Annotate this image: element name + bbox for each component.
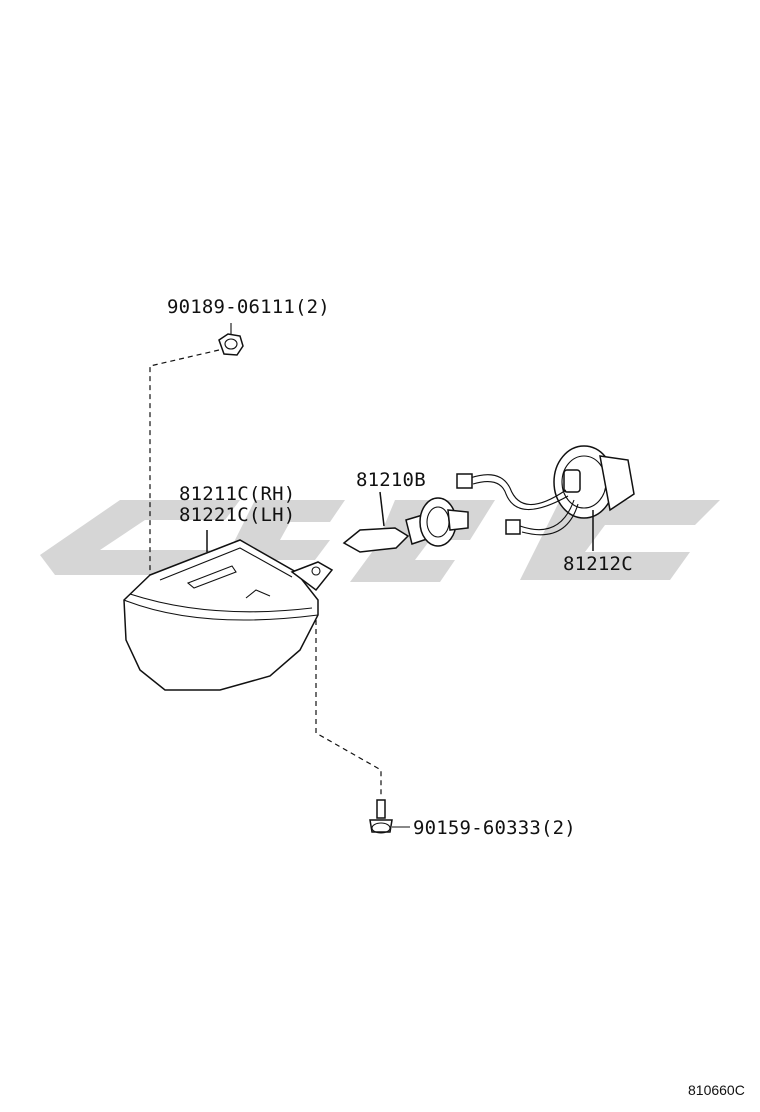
part-label-socket: 81212C	[563, 553, 633, 575]
bulb-icon	[342, 491, 469, 553]
figure-id: 810660C	[688, 1082, 745, 1098]
bolt-icon	[369, 799, 410, 834]
part-label-nut: 90189-06111(2)	[167, 296, 330, 318]
part-label-lamp-lh: 81221C(LH)	[179, 504, 295, 526]
part-label-lamp-rh: 81211C(RH)	[179, 483, 295, 505]
socket-harness-icon	[456, 445, 635, 551]
fog-lamp-housing-icon	[123, 530, 334, 691]
leader-line-bolt	[315, 620, 382, 798]
leader-line-nut	[149, 349, 220, 578]
part-label-bulb: 81210B	[356, 469, 426, 491]
part-label-bolt: 90159-60333(2)	[413, 817, 576, 839]
nut-icon	[218, 323, 244, 356]
